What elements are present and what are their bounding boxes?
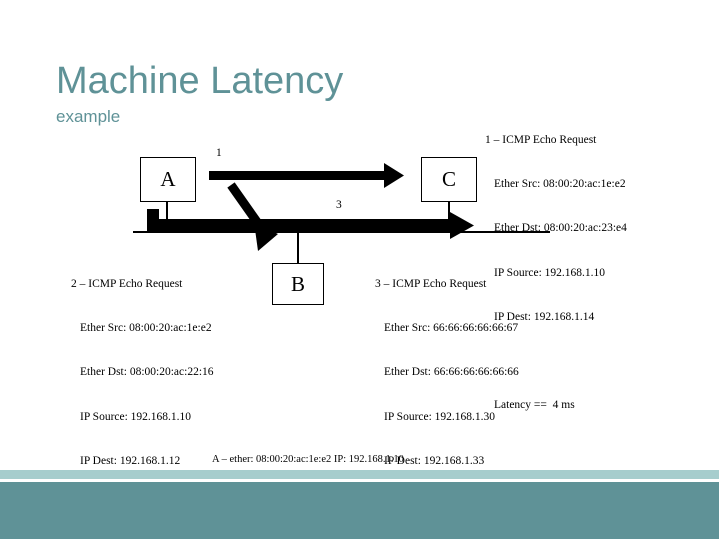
packet2-heading: 2 – ICMP Echo Request	[71, 277, 183, 290]
footer-bar: @stake Securing the Internet EconomySM	[0, 482, 719, 539]
node-a[interactable]: A	[140, 157, 196, 202]
annotation-packet-2: 2 – ICMP Echo Request Ether Src: 08:00:2…	[71, 247, 214, 539]
packet2-ether-dst: Ether Dst: 08:00:20:ac:22:16	[80, 366, 214, 379]
network-bus-line	[133, 231, 550, 233]
arrow-flow-1	[209, 163, 404, 188]
flow-label-2: 2	[236, 191, 242, 203]
node-c-label: C	[441, 167, 456, 191]
packet2-ether-src: Ether Src: 08:00:20:ac:1e:e2	[80, 321, 212, 334]
packet1-heading: 1 – ICMP Echo Request	[485, 133, 597, 146]
footer-accent-stripe	[0, 470, 719, 479]
packet1-ether-dst: Ether Dst: 08:00:20:ac:23:e4	[494, 222, 627, 235]
packet2-ip-dest: IP Dest: 192.168.1.12	[80, 455, 181, 468]
legend-line-a: A – ether: 08:00:20:ac:1e:e2 IP: 192.168…	[212, 454, 404, 465]
packet1-ip-source: IP Source: 192.168.1.10	[494, 266, 606, 279]
node-b[interactable]: B	[272, 263, 324, 305]
flow-label-3: 3	[336, 199, 342, 211]
packet3-heading: 3 – ICMP Echo Request	[375, 277, 487, 290]
page-title: Machine Latency	[56, 60, 344, 102]
wire-node-b-to-bus	[297, 232, 299, 263]
annotation-packet-3: 3 – ICMP Echo Request Ether Src: 66:66:6…	[375, 247, 519, 499]
node-b-label: B	[290, 271, 305, 296]
packet1-ether-src: Ether Src: 08:00:20:ac:1e:e2	[494, 177, 626, 190]
packet1-ip-dest: IP Dest: 192.168.1.14	[494, 311, 595, 324]
node-a-label: A	[160, 167, 176, 191]
node-c[interactable]: C	[421, 157, 477, 202]
packet2-ip-source: IP Source: 192.168.1.10	[80, 410, 192, 423]
wire-node-c-to-bus	[448, 202, 450, 232]
packet3-ether-dst: Ether Dst: 66:66:66:66:66:66	[384, 366, 519, 379]
arrow-flow-3	[147, 209, 474, 239]
packet3-ip-source: IP Source: 192.168.1.30	[384, 410, 496, 423]
packet3-ether-src: Ether Src: 66:66:66:66:66:67	[384, 321, 519, 334]
packet1-latency: Latency == 4 ms	[494, 399, 575, 412]
page-subtitle: example	[56, 107, 121, 126]
packet3-ip-dest: IP Dest: 192.168.1.33	[384, 455, 485, 468]
wire-node-a-to-bus	[166, 202, 168, 232]
flow-label-1: 1	[216, 147, 222, 159]
